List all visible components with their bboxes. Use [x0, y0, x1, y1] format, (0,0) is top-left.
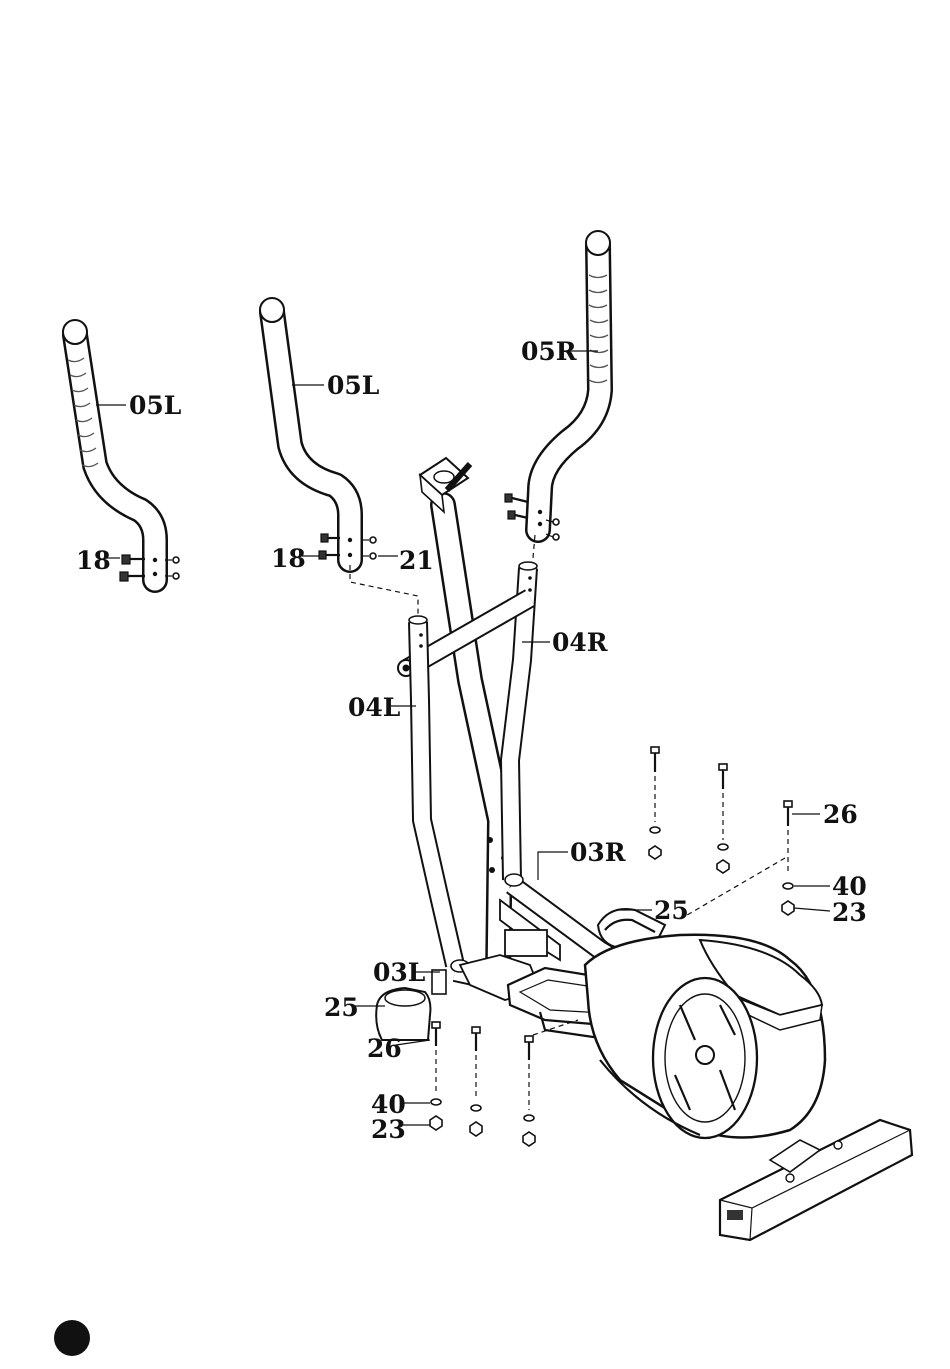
label-23-left: 23 [371, 1115, 406, 1144]
flywheel-housing [585, 935, 825, 1138]
label-18-far: 18 [76, 546, 111, 575]
nut-23-left [430, 1116, 442, 1130]
label-03l: 03L [373, 958, 426, 987]
label-05l-far: 05L [129, 391, 182, 420]
label-03r: 03R [570, 838, 626, 867]
washer-40-left [431, 1099, 441, 1105]
label-25-right: 25 [654, 896, 689, 925]
washer-40-right [783, 883, 793, 889]
bolt-group-lower-left [430, 1020, 578, 1146]
bolt-26-left [432, 1022, 440, 1092]
label-23-right: 23 [832, 898, 867, 927]
label-25-left: 25 [324, 993, 359, 1022]
page-marker [54, 1320, 90, 1356]
label-05r: 05R [521, 337, 577, 366]
label-04l: 04L [348, 693, 401, 722]
handlebar-05l-far [63, 320, 157, 580]
nut-23-right [782, 901, 794, 915]
label-04r: 04R [552, 628, 608, 657]
label-21: 21 [399, 546, 434, 575]
foot-cap-25-left [376, 988, 430, 1040]
label-05l: 05L [327, 371, 380, 400]
bolt-18 [319, 534, 340, 559]
handlebar-05l [260, 298, 352, 560]
bolt-26-right [784, 801, 792, 875]
washer-21 [362, 537, 376, 559]
bolt-group-upper-right [649, 747, 794, 918]
label-40-right: 40 [832, 872, 867, 901]
upright-04l [409, 616, 455, 965]
label-26-right: 26 [823, 800, 858, 829]
label-26-left: 26 [367, 1034, 402, 1063]
label-18: 18 [271, 544, 306, 573]
handlebar-05r [538, 231, 610, 530]
